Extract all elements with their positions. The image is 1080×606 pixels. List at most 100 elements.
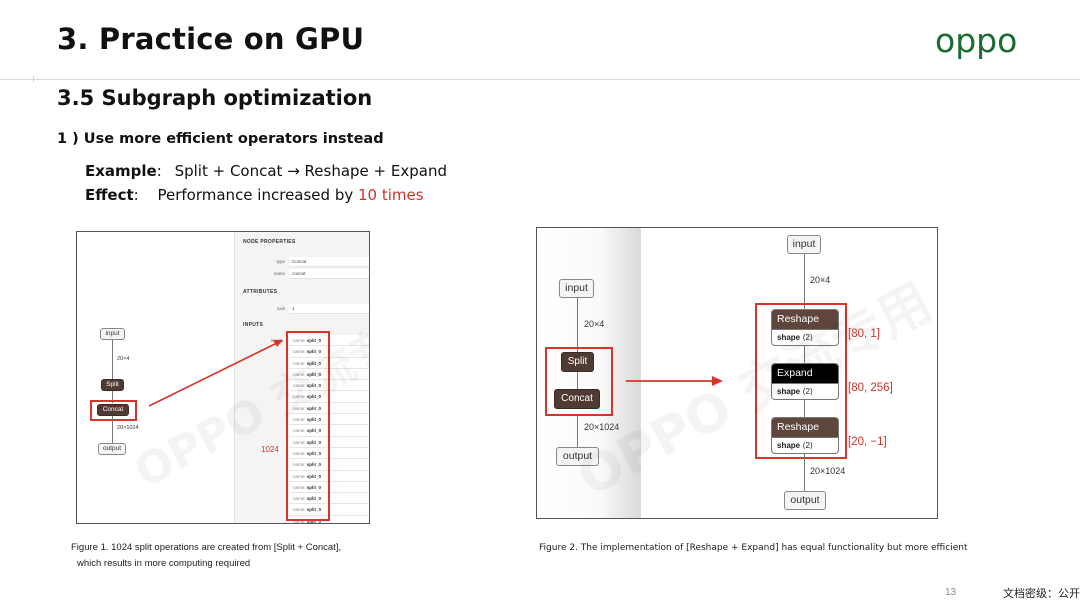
input-item-prefix: name: [293, 405, 307, 411]
after-edge-expand-reshape [804, 399, 805, 418]
edge-concat-output [112, 416, 113, 444]
before-highlight-box [545, 347, 613, 416]
figure-1-caption: Figure 1. 1024 split operations are crea… [71, 540, 341, 572]
input-item-prefix: name: [293, 484, 307, 490]
prop-type-row: type Concat [235, 257, 369, 267]
concat-to-inputs-arrow [148, 340, 283, 407]
attr-key: shape [777, 441, 801, 450]
section-title: 3.5 Subgraph optimization [57, 86, 373, 110]
effect-highlight: 10 times [358, 186, 424, 204]
transform-arrow [626, 376, 723, 386]
edge-label-20x1024: 20×1024 [117, 425, 139, 431]
figure-1-caption-line2: which results in more computing required [77, 558, 251, 569]
prop-axis-row: axis 1 [235, 304, 369, 314]
after-input-node: input [787, 235, 821, 254]
input-item-prefix: name: [293, 371, 307, 377]
prop-name-key: name [273, 271, 285, 276]
prop-axis-key: axis [276, 306, 285, 311]
figure-2-panel: input 20×4 Split Concat 20×1024 output i… [536, 227, 938, 519]
input-item-prefix: name: [293, 338, 307, 343]
input-item-value: split_0 [306, 405, 322, 411]
figure-1-panel: NODE PROPERTIES type Concat name concat … [76, 231, 370, 524]
expand-op-title: Expand [772, 364, 838, 383]
reshape-op-title: Reshape [772, 310, 838, 329]
input-node: input [100, 328, 125, 340]
edge-input-split [112, 340, 113, 382]
input-item-value: split_0 [306, 496, 322, 502]
input-item-value: split_0 [306, 484, 322, 490]
input-item-value: split_0 [306, 383, 322, 389]
input-item-prefix: name: [293, 450, 307, 456]
expand-op-attr: shape ⟨2⟩ [772, 383, 838, 399]
input-item-value: split_0 [306, 507, 322, 513]
before-split-node: Split [561, 352, 594, 372]
input-item-value: split_0 [306, 439, 322, 445]
reshape-op-attr: shape ⟨2⟩ [772, 329, 838, 345]
before-input-node: input [559, 279, 594, 298]
attr-value: ⟨2⟩ [802, 441, 814, 450]
input-item-prefix: name: [293, 417, 307, 423]
after-highlight-box [755, 303, 847, 459]
subsection-title: 1 ) Use more efficient operators instead [57, 131, 384, 147]
input-item-value: split_0 [306, 349, 322, 355]
input-item-value: split_0 [306, 473, 322, 479]
input-count-label: 1024 [261, 445, 279, 454]
input-item-prefix: name: [293, 349, 307, 355]
concat-highlight-box [90, 400, 137, 421]
edge-label-20x4: 20×4 [117, 356, 130, 362]
input-item-value: split_0 [306, 338, 322, 343]
slide-title: 3. Practice on GPU [57, 22, 365, 56]
before-edge-concat-output [577, 416, 578, 448]
reshape-op-title: Reshape [772, 418, 838, 437]
oppo-logo: oppo [935, 21, 1018, 60]
after-edge-reshape-output [804, 454, 805, 491]
prop-name-row: name concat [235, 269, 369, 279]
document-classification: 文档密级：公开 [1003, 588, 1080, 600]
output-node: output [98, 443, 126, 455]
prop-axis-value: 1 [289, 304, 369, 314]
expand-op-card: Expand shape ⟨2⟩ [771, 363, 839, 400]
after-edge-label-20x4: 20×4 [810, 275, 831, 285]
example-text: Split + Concat → Reshape + Expand [174, 162, 447, 180]
reshape-op-attr: shape ⟨2⟩ [772, 437, 838, 453]
shape-label-expand: [80, 256] [848, 382, 893, 394]
header-divider [0, 79, 1080, 80]
attr-key: shape [777, 387, 801, 396]
prop-type-key: type [276, 259, 285, 264]
prop-type-value: Concat [289, 257, 369, 267]
effect-label: Effect [85, 186, 134, 204]
input-item-prefix: name: [293, 428, 307, 434]
reshape-op-card-1: Reshape shape ⟨2⟩ [771, 309, 839, 346]
shape-label-reshape-2: [20, −1] [848, 436, 887, 448]
input-item-value: split_0 [306, 417, 322, 423]
input-item-value: split_0 [306, 428, 322, 434]
example-line: Example: Split + Concat → Reshape + Expa… [85, 162, 447, 180]
before-edge-input-split [577, 298, 578, 353]
edge-split-concat [112, 391, 113, 403]
input-item-value: split_0 [306, 462, 322, 468]
effect-text: Performance increased by [157, 186, 358, 204]
figure-1-caption-line1: Figure 1. 1024 split operations are crea… [71, 542, 342, 553]
attributes-heading: ATTRIBUTES [243, 289, 278, 295]
shape-label-reshape-1: [80, 1] [848, 328, 880, 340]
effect-line: Effect: Performance increased by 10 time… [85, 186, 424, 204]
node-properties-heading: NODE PROPERTIES [243, 239, 296, 245]
input-item-prefix: name: [293, 394, 307, 400]
attr-key: shape [777, 333, 801, 342]
input-item-value: split_0 [306, 450, 322, 456]
input-item-prefix: name: [293, 496, 307, 502]
figure-2-caption: Figure 2. The implementation of [Reshape… [539, 543, 968, 553]
input-item-prefix: name: [293, 360, 307, 366]
after-edge-reshape-expand [804, 345, 805, 364]
divider-tick [33, 76, 34, 82]
input-item-prefix: name: [293, 462, 307, 468]
after-edge-label-20x1024: 20×1024 [810, 466, 846, 476]
before-edge-split-concat [577, 372, 578, 390]
before-output-node: output [556, 447, 599, 466]
input-item-value: split_0 [306, 360, 322, 366]
reshape-op-card-2: Reshape shape ⟨2⟩ [771, 417, 839, 454]
concat-node: Concat [97, 404, 129, 416]
input-item-prefix: name: [293, 473, 307, 479]
before-concat-node: Concat [554, 389, 600, 409]
attr-value: ⟨2⟩ [802, 387, 814, 396]
